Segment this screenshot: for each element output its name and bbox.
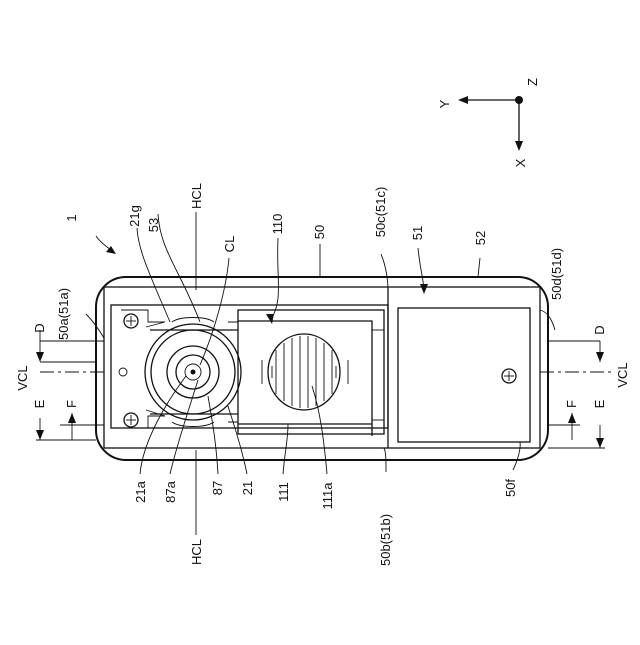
ref-hcl-top: HCL: [189, 183, 204, 209]
front-compartment: [111, 305, 388, 428]
ref-50d: 50d(51d): [549, 248, 564, 300]
reference-labels: 1 53 21g HCL CL 110 50 50c(51c) 51 52 50…: [15, 183, 630, 566]
ref-1: 1: [64, 214, 79, 221]
ref-50a: 50a(51a): [56, 288, 71, 340]
rear-panel-50f: [398, 308, 530, 442]
ref-53: 53: [146, 218, 161, 232]
ref-50b: 50b(51b): [378, 514, 393, 566]
screw-rear: [502, 369, 516, 383]
screw-top-left: [124, 314, 138, 328]
axis-x-label: X: [513, 158, 528, 167]
small-hole: [119, 368, 127, 376]
ref-d-left: D: [32, 323, 47, 332]
leader-lines: [86, 214, 555, 474]
module-110: [238, 310, 384, 436]
dimension-markers-left: [36, 330, 104, 440]
ref-50c: 50c(51c): [373, 187, 388, 238]
ref-vcl-left: VCL: [15, 365, 30, 390]
screw-bottom-left: [124, 413, 138, 427]
ref-111: 111: [276, 482, 291, 502]
ref-87: 87: [210, 481, 225, 495]
ref-87a: 87a: [163, 480, 178, 502]
ref-21: 21: [240, 481, 255, 495]
ref-21g: 21g: [127, 205, 142, 227]
ref-51: 51: [410, 226, 425, 240]
ref-50: 50: [312, 225, 327, 239]
ref-d-right: D: [592, 325, 607, 334]
ref-vcl-right: VCL: [615, 362, 630, 387]
ref-cl: CL: [222, 236, 237, 253]
ref-e-right: E: [592, 399, 607, 408]
ref-52: 52: [473, 231, 488, 245]
ref-e-left: E: [32, 399, 47, 408]
dimension-markers-right: [548, 341, 605, 448]
ref-f-left: F: [64, 400, 79, 408]
ref-f-right: F: [564, 400, 579, 408]
coordinate-axes: [458, 96, 523, 151]
ref-111a: 111a: [320, 482, 335, 510]
lens-holder: [145, 318, 241, 427]
ref-21a: 21a: [133, 480, 148, 502]
ref-50f: 50f: [503, 479, 518, 497]
axis-y-label: Y: [437, 99, 452, 108]
axis-z-label: Z: [525, 78, 540, 86]
ref-hcl-bottom: HCL: [189, 539, 204, 565]
ref-110: 110: [270, 214, 285, 235]
